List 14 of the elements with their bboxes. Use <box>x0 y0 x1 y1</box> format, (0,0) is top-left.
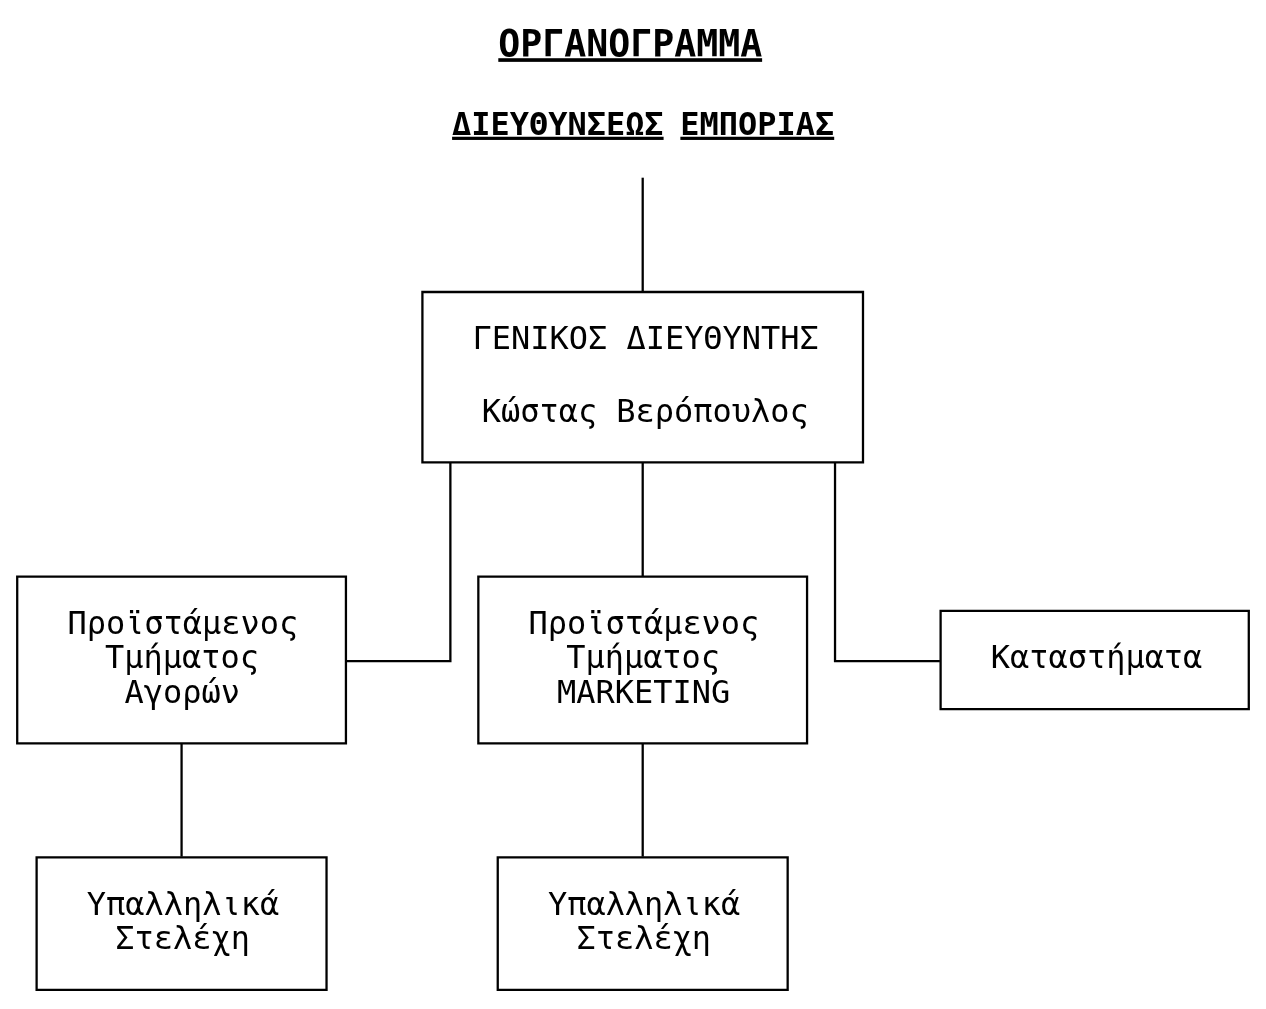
node-box: Προϊστάμενος Τμήματος MARKETING <box>477 575 809 744</box>
connector <box>641 177 644 292</box>
node-box: ΓΕΝΙΚΟΣ ΔΙΕΥΘΥΝΤΗΣ Κώστας Βερόπουλος <box>421 290 865 463</box>
connector <box>346 461 452 662</box>
node-text: ΔΙΕΥΘΥΝΣΕΩΣ ΕΜΠΟΡΙΑΣ <box>452 104 835 143</box>
node-box: Προϊστάμενος Τμήματος Αγορών <box>16 575 348 744</box>
node-box: Υπαλληλικά Στελέχη <box>496 855 789 991</box>
connector <box>641 462 644 577</box>
node-box: Υπαλληλικά Στελέχη <box>35 855 328 991</box>
connector <box>641 742 644 857</box>
diagram-title: ΟΡΓΑΝΟΓΡΑΜΜΑ <box>498 21 763 65</box>
node-box: Καταστήματα <box>939 609 1250 710</box>
connector <box>180 742 183 857</box>
connector <box>833 461 940 662</box>
